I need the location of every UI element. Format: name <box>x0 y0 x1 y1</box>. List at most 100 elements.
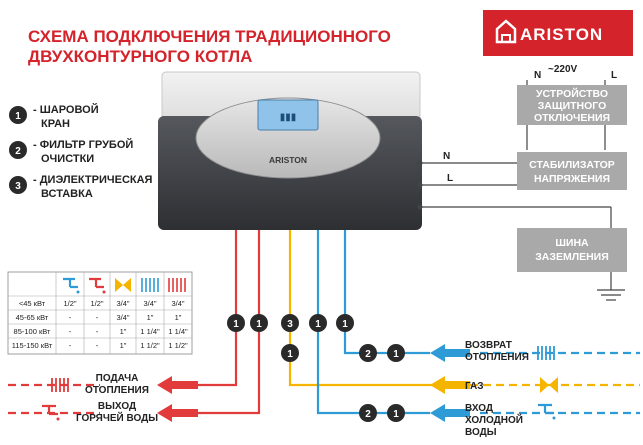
cold-faucet-icon <box>538 403 556 420</box>
boiler-brand-label: ARISTON <box>269 155 307 165</box>
table-cell: 1" <box>147 313 154 322</box>
svg-text:ЗАЗЕМЛЕНИЯ: ЗАЗЕМЛЕНИЯ <box>535 251 609 263</box>
cold-water-label-3: ВОДЫ <box>465 427 497 438</box>
table-cell: 1" <box>120 341 127 350</box>
diagram-title-line1: СХЕМА ПОДКЛЮЧЕНИЯ ТРАДИЦИОННОГО <box>28 27 391 46</box>
badge-cold-water-valve: 1 <box>309 314 327 332</box>
legend-item-ball-valve: 1 - ШАРОВОЙ КРАН <box>9 103 99 130</box>
cold-water-label-1: ВХОД <box>465 403 493 414</box>
radiator-icon <box>51 378 69 392</box>
svg-text:КРАН: КРАН <box>41 118 70 130</box>
svg-text:НАПРЯЖЕНИЯ: НАПРЯЖЕНИЯ <box>534 173 610 185</box>
return-radiator-icon <box>537 346 555 360</box>
faucet-icon <box>42 404 60 421</box>
faucet-blue-icon <box>63 277 80 294</box>
heating-return-label-2: ОТОПЛЕНИЯ <box>465 352 529 363</box>
table-cell: - <box>69 327 72 336</box>
svg-text:2: 2 <box>365 409 371 420</box>
wire-l-label: L <box>447 173 453 184</box>
badge-heating-supply-valve: 1 <box>227 314 245 332</box>
ariston-logo: ARISTON <box>483 10 633 56</box>
table-cell: 3/4" <box>116 313 129 322</box>
gas-label: ГАЗ <box>465 381 484 392</box>
table-row-power-cell: 45-65 кВт <box>16 313 49 322</box>
table-cell: 1 1/4" <box>168 327 188 336</box>
svg-text:- ШАРОВОЙ: - ШАРОВОЙ <box>33 103 99 116</box>
heating-return-arrow <box>430 344 470 362</box>
gas-arrow <box>430 376 470 394</box>
heating-supply-arrow <box>157 376 198 394</box>
control-panel <box>195 97 381 179</box>
diagram-title-line2: ДВУХКОНТУРНОГО КОТЛА <box>28 47 252 66</box>
heating-return-label-1: ВОЗВРАТ <box>465 340 512 351</box>
cold-water-label-2: ХОЛОДНОЙ <box>465 413 523 426</box>
badge-return-filter: 2 <box>359 344 377 362</box>
svg-text:1: 1 <box>342 319 348 330</box>
protective-device-box: УСТРОЙСТВО ЗАЩИТНОГО ОТКЛЮЧЕНИЯ <box>517 85 627 125</box>
badge-return-valve: 1 <box>387 344 405 362</box>
hot-water-arrow <box>157 404 198 422</box>
svg-text:▮▮▮: ▮▮▮ <box>280 112 297 123</box>
svg-text:1: 1 <box>15 111 21 122</box>
faucet-red-icon <box>89 277 106 294</box>
radiator-red-icon <box>168 278 186 292</box>
svg-text:1: 1 <box>287 349 293 360</box>
svg-text:2: 2 <box>365 349 371 360</box>
heating-supply-pipe <box>195 230 238 387</box>
svg-text:1: 1 <box>393 409 399 420</box>
svg-text:ВСТАВКА: ВСТАВКА <box>41 188 93 200</box>
table-cell: - <box>96 327 99 336</box>
house-icon <box>495 19 517 44</box>
svg-text:УСТРОЙСТВО: УСТРОЙСТВО <box>536 87 608 100</box>
table-cell: 1 1/2" <box>140 341 160 350</box>
svg-text:1: 1 <box>233 319 239 330</box>
table-cell: 1/2" <box>90 299 103 308</box>
stabilizer-box: СТАБИЛИЗАТОР НАПРЯЖЕНИЯ <box>517 152 627 190</box>
table-cell: 3/4" <box>143 299 156 308</box>
gas-valve-icon <box>540 377 558 393</box>
table-cell: 3/4" <box>116 299 129 308</box>
table-cell: 1" <box>175 313 182 322</box>
svg-text:1: 1 <box>256 319 262 330</box>
svg-text:2: 2 <box>15 146 21 157</box>
gas-valve-icon <box>115 278 131 292</box>
badge-gas-dielectric: 3 <box>281 314 299 332</box>
heating-supply-label-1: ПОДАЧА <box>96 373 139 384</box>
svg-text:- ФИЛЬТР ГРУБОЙ: - ФИЛЬТР ГРУБОЙ <box>33 138 133 151</box>
display-screen <box>257 99 319 131</box>
boiler: ▮▮▮ ARISTON <box>158 71 422 230</box>
svg-text:3: 3 <box>15 181 21 192</box>
badge-heating-return-valve: 1 <box>336 314 354 332</box>
table-cell: 1 1/4" <box>140 327 160 336</box>
table-cell: - <box>69 313 72 322</box>
svg-text:ШИНА: ШИНА <box>555 237 589 249</box>
svg-text:ЗАЩИТНОГО: ЗАЩИТНОГО <box>538 100 607 112</box>
grounding-box: ШИНА ЗАЗЕМЛЕНИЯ <box>517 228 627 272</box>
svg-text:- ДИЭЛЕКТРИЧЕСКАЯ: - ДИЭЛЕКТРИЧЕСКАЯ <box>33 174 153 186</box>
gas-pipe <box>288 230 470 387</box>
cold-water-arrow <box>430 404 470 422</box>
voltage-label: ~220V <box>548 64 578 75</box>
badge-cold-filter: 2 <box>359 404 377 422</box>
legend: 1 - ШАРОВОЙ КРАН 2 - ФИЛЬТР ГРУБОЙ ОЧИСТ… <box>9 103 153 200</box>
svg-text:СТАБИЛИЗАТОР: СТАБИЛИЗАТОР <box>529 159 615 171</box>
table-row-power-cell: <45 кВт <box>19 299 46 308</box>
table-cell: - <box>96 313 99 322</box>
hot-water-label-2: ГОРЯЧЕЙ ВОДЫ <box>76 411 158 424</box>
badge-gas-valve: 1 <box>281 344 299 362</box>
badge-cold-valve: 1 <box>387 404 405 422</box>
badges: 1 1 3 1 1 1 2 1 2 1 <box>227 314 405 422</box>
hot-water-pipe <box>195 230 261 415</box>
table-cell: 3/4" <box>171 299 184 308</box>
legend-item-coarse-filter: 2 - ФИЛЬТР ГРУБОЙ ОЧИСТКИ <box>9 138 133 165</box>
input-n-label: N <box>534 70 541 81</box>
svg-text:3: 3 <box>287 319 293 330</box>
svg-text:ОТКЛЮЧЕНИЯ: ОТКЛЮЧЕНИЯ <box>534 112 610 124</box>
table-cell: - <box>96 341 99 350</box>
table-cell: 1" <box>120 327 127 336</box>
svg-text:1: 1 <box>393 349 399 360</box>
table-row-power-cell: 115-150 кВт <box>12 341 53 350</box>
input-l-label: L <box>611 70 617 81</box>
